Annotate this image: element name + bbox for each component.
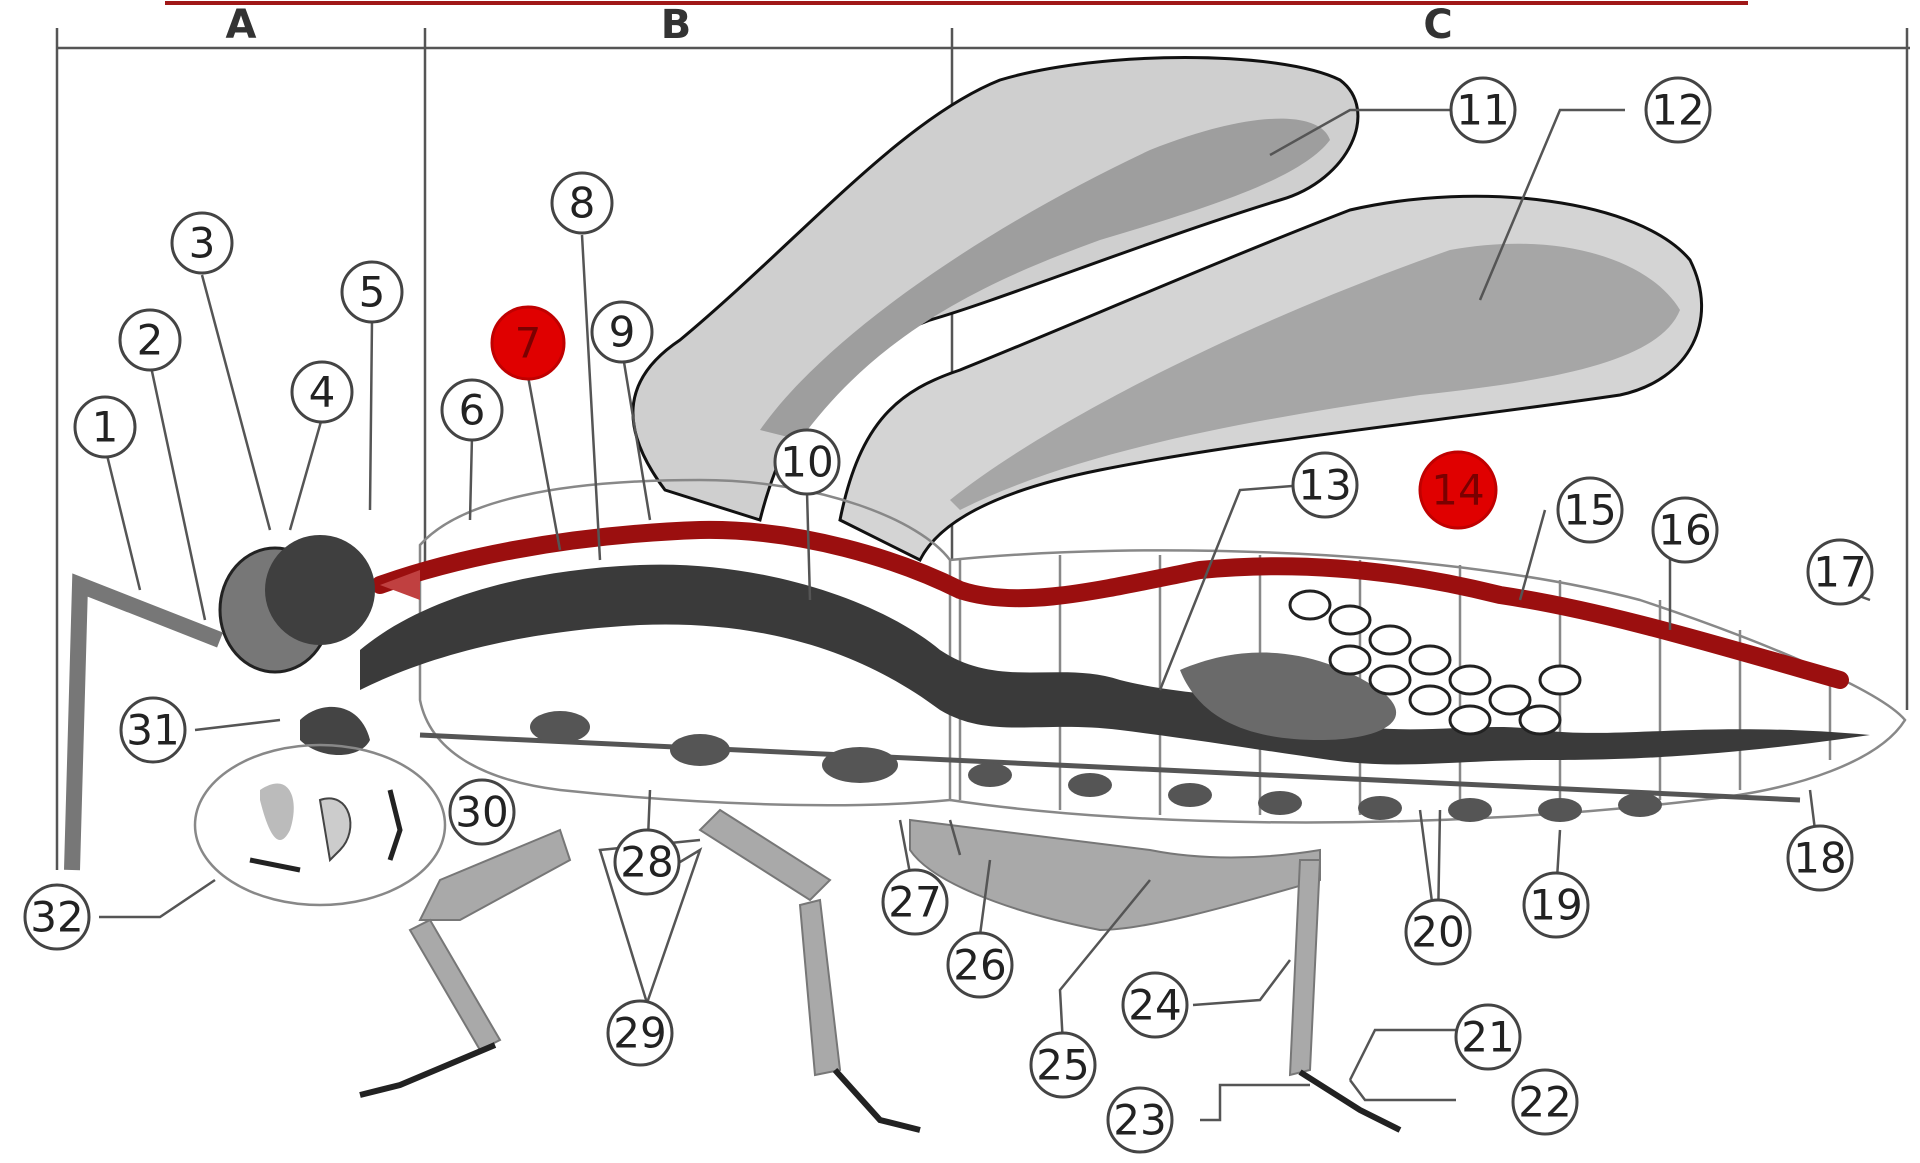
callout-21: 21	[1456, 1005, 1520, 1069]
callout-18: 18	[1788, 826, 1852, 890]
callout-30: 30	[450, 780, 514, 844]
svg-text:24: 24	[1128, 981, 1181, 1030]
svg-text:20: 20	[1411, 908, 1464, 957]
leg-claws	[360, 1045, 1400, 1130]
svg-text:5: 5	[359, 268, 386, 317]
callout-2: 2	[120, 310, 180, 370]
head	[220, 535, 375, 755]
svg-text:30: 30	[455, 788, 508, 837]
callout-28: 28	[615, 830, 679, 894]
callout-12: 12	[1646, 78, 1710, 142]
svg-text:4: 4	[309, 368, 336, 417]
callout-31: 31	[121, 698, 185, 762]
svg-text:12: 12	[1651, 86, 1704, 135]
svg-text:15: 15	[1563, 486, 1616, 535]
svg-text:19: 19	[1529, 881, 1582, 930]
svg-text:C: C	[1423, 2, 1452, 48]
callout-20: 20	[1406, 900, 1470, 964]
svg-text:17: 17	[1813, 548, 1866, 597]
svg-text:31: 31	[126, 706, 179, 755]
svg-text:7: 7	[515, 319, 542, 368]
svg-text:A: A	[226, 2, 257, 48]
svg-text:28: 28	[620, 838, 673, 887]
callout-27: 27	[883, 870, 947, 934]
svg-text:6: 6	[459, 386, 486, 435]
svg-text:22: 22	[1518, 1078, 1571, 1127]
callout-9: 9	[592, 302, 652, 362]
svg-text:B: B	[661, 2, 692, 48]
svg-text:25: 25	[1036, 1041, 1089, 1090]
svg-text:1: 1	[92, 403, 119, 452]
section-c-label: C	[1423, 2, 1452, 48]
section-a-label: A	[226, 2, 257, 48]
svg-text:3: 3	[189, 219, 216, 268]
svg-text:32: 32	[30, 893, 83, 942]
svg-text:11: 11	[1456, 86, 1509, 135]
callout-26: 26	[948, 933, 1012, 997]
callout-19: 19	[1524, 873, 1588, 937]
callout-5: 5	[342, 262, 402, 322]
callout-22: 22	[1513, 1070, 1577, 1134]
svg-text:18: 18	[1793, 834, 1846, 883]
svg-text:10: 10	[780, 438, 833, 487]
mouthparts-inset	[195, 745, 445, 905]
callout-24: 24	[1123, 973, 1187, 1037]
callout-11: 11	[1451, 78, 1515, 142]
svg-text:23: 23	[1113, 1096, 1166, 1145]
callout-10: 10	[775, 430, 839, 494]
callout-16: 16	[1653, 498, 1717, 562]
callout-8: 8	[552, 173, 612, 233]
svg-text:29: 29	[613, 1009, 666, 1058]
callout-23: 23	[1108, 1088, 1172, 1152]
callout-6: 6	[442, 380, 502, 440]
callout-4: 4	[292, 362, 352, 422]
callout-15: 15	[1558, 478, 1622, 542]
callout-3: 3	[172, 213, 232, 273]
callout-32: 32	[25, 885, 89, 949]
svg-text:8: 8	[569, 179, 596, 228]
callout-7-highlighted: 7	[492, 307, 564, 379]
callout-14-highlighted: 14	[1420, 452, 1496, 528]
callout-29: 29	[608, 1001, 672, 1065]
svg-text:2: 2	[137, 316, 164, 365]
callout-13: 13	[1293, 453, 1357, 517]
svg-text:21: 21	[1461, 1013, 1514, 1062]
svg-text:14: 14	[1431, 466, 1484, 515]
svg-text:26: 26	[953, 941, 1006, 990]
legs	[410, 810, 1320, 1075]
section-b-label: B	[661, 2, 692, 48]
svg-text:27: 27	[888, 878, 941, 927]
callout-17: 17	[1808, 540, 1872, 604]
svg-text:13: 13	[1298, 461, 1351, 510]
svg-text:9: 9	[609, 308, 636, 357]
callout-1: 1	[75, 397, 135, 457]
callout-25: 25	[1031, 1033, 1095, 1097]
svg-text:16: 16	[1658, 506, 1711, 555]
